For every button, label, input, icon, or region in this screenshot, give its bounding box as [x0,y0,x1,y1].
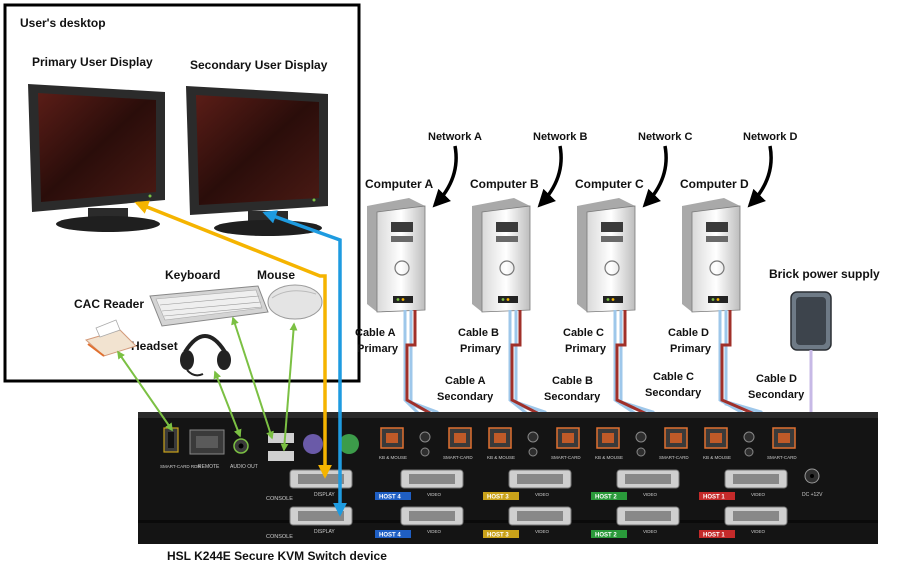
host-b-badge-label-2: HOST 3 [487,533,509,539]
host-c-kb-mouse-label: KB & MOUSE [595,455,623,460]
host-b-video-label-2: VIDEO [535,529,550,534]
cac-reader-label: CAC Reader [74,297,144,311]
cable-a-primary-label-2: Primary [357,343,399,355]
mouse-link [280,322,298,452]
network-d-arrow [747,145,773,208]
cable-c-primary-label-2: Primary [565,343,607,355]
host-a-video-label-2: VIDEO [427,529,442,534]
primary-monitor [28,84,165,232]
console-usb-port-2 [268,451,294,461]
host-d-badge-label: HOST 1 [703,495,725,501]
cable-a-secondary-label-1: Cable A [445,375,486,387]
computer-d-label: Computer D [680,177,749,191]
network-b-label: Network B [533,131,587,143]
keyboard-link [231,316,274,440]
network-c-label: Network C [638,131,692,143]
cable-a-secondary-label-2: Secondary [437,391,494,403]
host-c-video-label-1: VIDEO [643,492,658,497]
host-d-smart-card-label: SMART-CARD [767,455,797,460]
host-d-kb-mouse-label: KB & MOUSE [703,455,731,460]
host-a-kb-mouse-label: KB & MOUSE [379,455,407,460]
network-c-arrow [642,145,668,208]
host-a-ports: KB & MOUSE SMART-CARD VIDEO VIDEO HOST 4 HOST… [375,427,473,539]
host-b-video-label-1: VIDEO [535,492,550,497]
cable-b-secondary-label-1: Cable B [552,375,593,387]
cable-d-secondary-label-2: Secondary [748,389,805,401]
dc-label: DC +12V [802,492,823,498]
host-c-video-label-2: VIDEO [643,529,658,534]
host-a-smart-card-label: SMART-CARD [443,455,473,460]
host-c-badge-label: HOST 2 [595,495,617,501]
power-supply-label: Brick power supply [769,267,880,281]
dc-power-port: DC +12V [802,468,823,498]
computer-a-label: Computer A [365,177,434,191]
ps2-port-purple [303,434,323,454]
host-d-badge-label-2: HOST 1 [703,533,725,539]
host-b-kb-mouse-label: KB & MOUSE [487,455,515,460]
cable-b-secondary-label-2: Secondary [544,391,601,403]
cac-reader-link [117,350,173,432]
cable-c-secondary-label-1: Cable C [653,371,694,383]
primary-display-label: Primary User Display [32,55,153,69]
host-a-badge-label: HOST 4 [379,495,401,501]
host-b-ports: KB & MOUSE SMART-CARD VIDEO VIDEO HOST 3 HOST… [483,427,581,539]
display-label-1: DISPLAY [314,492,335,498]
host-a-badge-label-2: HOST 4 [379,533,401,539]
network-a-label: Network A [428,131,482,143]
headset-label: Headset [131,339,178,353]
network-a-arrow [432,145,458,208]
host-d-video-label-2: VIDEO [751,529,766,534]
ps2-port-green [339,434,359,454]
cable-a-primary-label-1: Cable A [355,327,396,339]
keyboard-label: Keyboard [165,268,220,282]
host-c-badge-label-2: HOST 2 [595,533,617,539]
cable-c-secondary-label-2: Secondary [645,387,702,399]
secondary-display-label: Secondary User Display [190,58,328,72]
power-brick-icon [790,291,832,351]
console-label-2: CONSOLE [266,534,293,540]
host-c-smart-card-label: SMART-CARD [659,455,689,460]
host-d-video-label-1: VIDEO [751,492,766,497]
host-c-badge [591,492,627,500]
audio-out-label: AUDIO OUT [230,464,258,470]
host-c-ports: KB & MOUSE SMART-CARD VIDEO VIDEO HOST 2 HOST… [591,427,689,539]
smart-card-rdr-label: SMART-CARD RDR [160,464,201,469]
cable-c-primary-label-1: Cable C [563,327,604,339]
cac-reader-icon [84,319,137,357]
cable-d-secondary-label-1: Cable D [756,373,797,385]
secondary-display-cable [262,210,347,517]
cable-b-primary-label-2: Primary [460,343,502,355]
host-b-smart-card-label: SMART-CARD [551,455,581,460]
console-label-1: CONSOLE [266,496,293,502]
display-label-2: DISPLAY [314,529,335,535]
host-a-video-label-1: VIDEO [427,492,442,497]
cable-d-primary-label-1: Cable D [668,327,709,339]
desktop-title: User's desktop [20,16,106,30]
cable-b-primary-label-1: Cable B [458,327,499,339]
network-d-label: Network D [743,131,797,143]
host-d-ports: KB & MOUSE SMART-CARD VIDEO VIDEO HOST 1 HOST… [699,427,797,539]
mouse-icon [267,284,323,320]
host-d-badge [699,492,735,500]
computer-c-label: Computer C [575,177,644,191]
remote-label: REMOTE [198,464,220,470]
host-b-badge [483,492,519,500]
device-caption: HSL K244E Secure KVM Switch device [167,549,387,563]
host-b-badge-label: HOST 3 [487,495,509,501]
host-a-badge [375,492,411,500]
mouse-label: Mouse [257,268,295,282]
network-b-arrow [537,145,563,208]
computer-b-label: Computer B [470,177,539,191]
cable-d-primary-label-2: Primary [670,343,712,355]
